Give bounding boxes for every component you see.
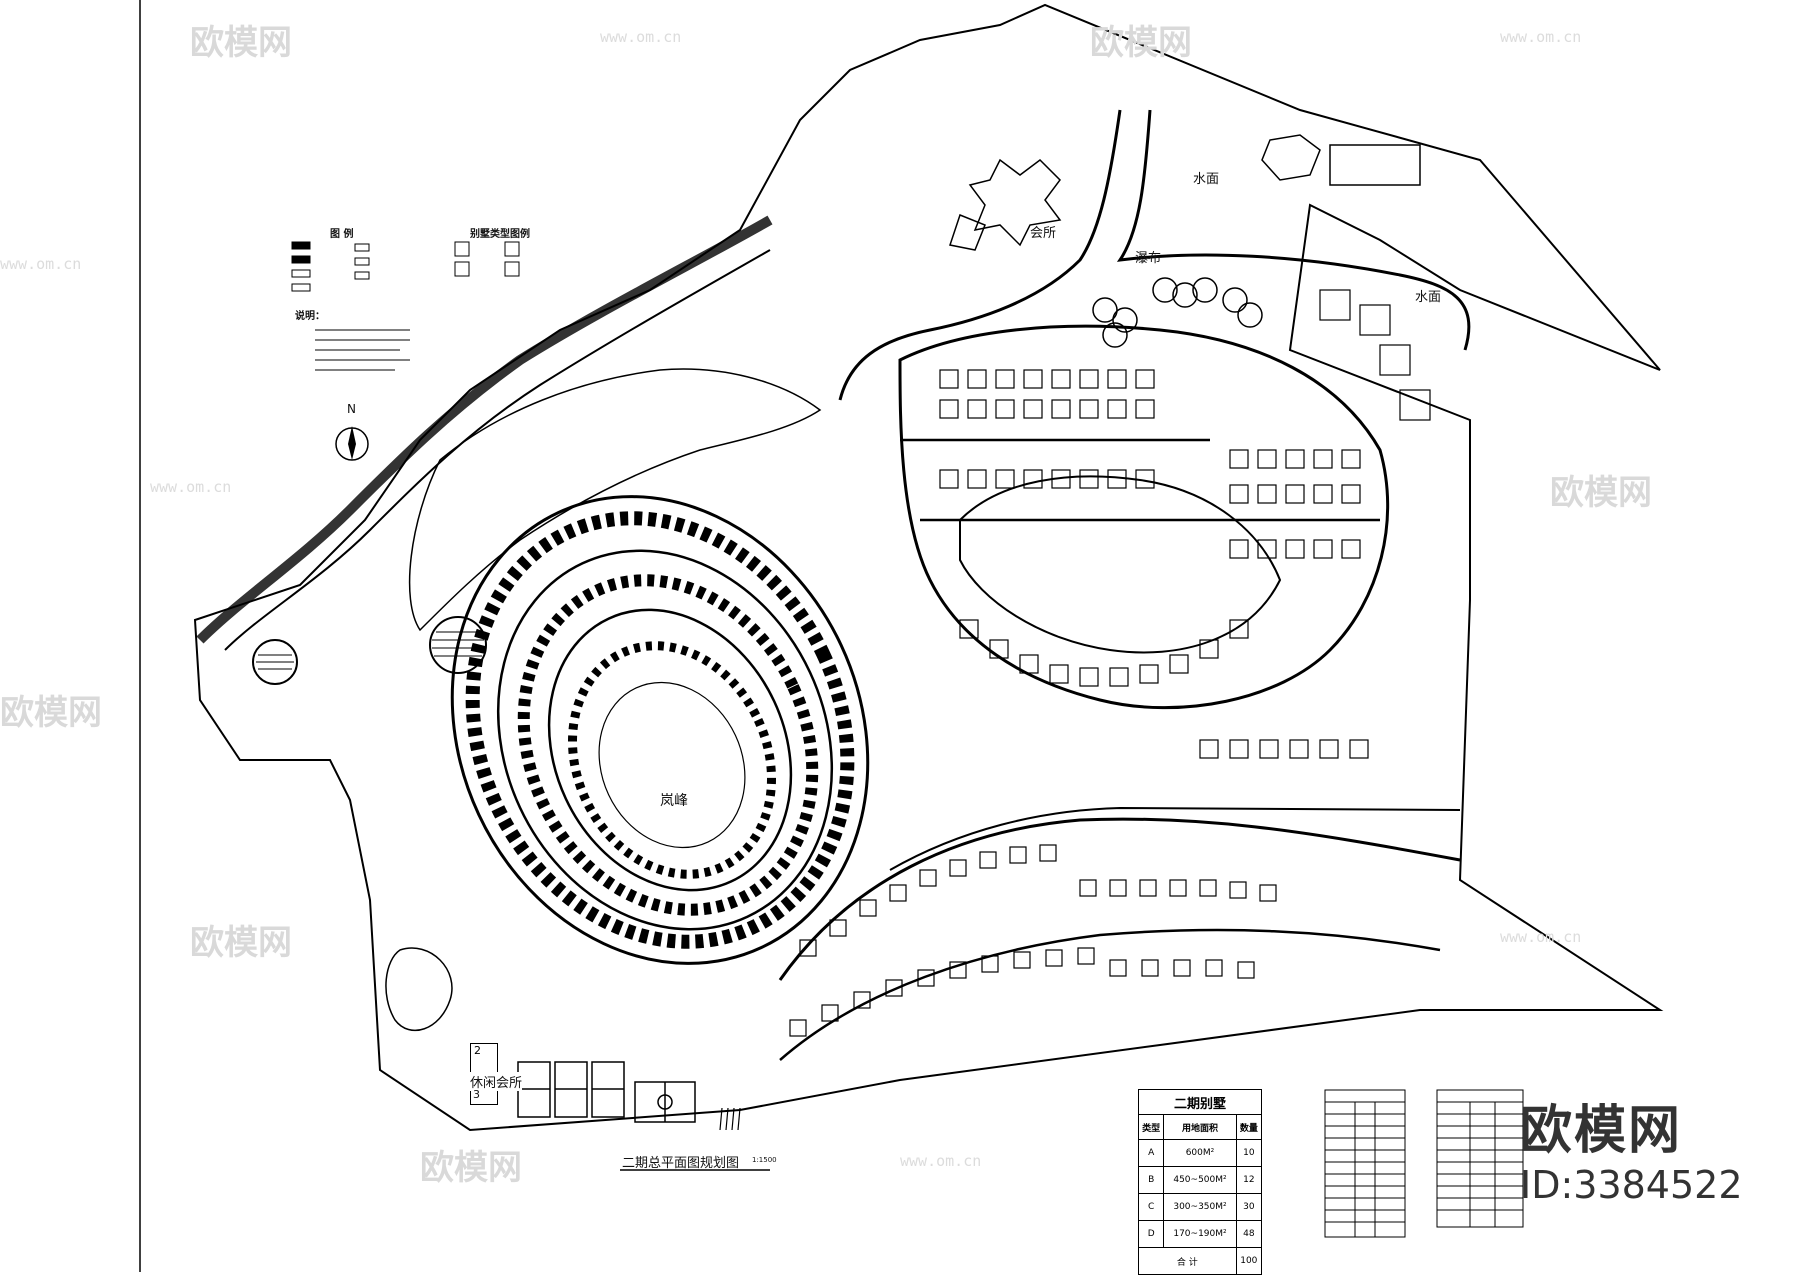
- corner-watermark-brand: 欧模网: [1520, 1101, 1683, 1161]
- parking-stripes: [719, 1107, 741, 1131]
- table-row: B 450~500M² 12: [1137, 1166, 1263, 1194]
- table-row-total: 合 计 100: [1138, 1247, 1263, 1275]
- villa-table-header: 类型: [1137, 1114, 1165, 1140]
- east-villa-grid: [939, 369, 1369, 759]
- north-access-road-2: [1116, 109, 1471, 351]
- ring-houses-inner: [568, 641, 776, 879]
- ring-road-inner: [547, 608, 793, 892]
- villa-table-title: 二期别墅: [1138, 1089, 1262, 1115]
- table-row: C 300~350M² 30: [1137, 1193, 1263, 1221]
- label-waterfall: 瀑布: [1135, 251, 1162, 266]
- watermark-url: www.om.cn: [1500, 28, 1582, 46]
- villa-count: 48: [1235, 1220, 1263, 1248]
- villa-table-header: 用地面积: [1163, 1114, 1237, 1140]
- plaza-hatch: [256, 631, 484, 670]
- ring-houses-outer: [465, 511, 855, 949]
- ring-road-middle: [496, 549, 834, 931]
- label-clubhouse: 会所: [1030, 226, 1057, 241]
- label-leisure-club: 休闲会所: [470, 1072, 523, 1091]
- label-north: N: [347, 402, 356, 416]
- watermark-url: www.om.cn: [150, 478, 232, 496]
- label-hill: 岚峰: [660, 793, 688, 809]
- east-terrace-buildings: [1319, 289, 1431, 421]
- watermark-url: www.om.cn: [600, 28, 682, 46]
- villa-count-table: 二期别墅 类型 用地面积 数量 A 600M² 10 B 450~500M² 1…: [1137, 1089, 1263, 1275]
- north-east-building: [1261, 134, 1421, 186]
- villa-type: D: [1137, 1220, 1165, 1248]
- villa-count: 12: [1235, 1166, 1263, 1194]
- south-arc-road-2: [779, 928, 1441, 1061]
- clubhouse-building: [949, 158, 1062, 251]
- tennis-courts: [517, 1061, 625, 1118]
- south-arc-road-1: [778, 817, 1461, 981]
- south-arc-road-3: [889, 806, 1461, 871]
- north-access-road: [838, 109, 1122, 401]
- watermark-brand: 欧模网: [420, 1148, 522, 1188]
- legend-title: 图 例: [330, 229, 354, 240]
- legend2-title: 别墅类型图例: [470, 229, 530, 240]
- stamp-top: 2: [474, 1044, 481, 1057]
- watermark-url: www.om.cn: [0, 255, 82, 273]
- table-row: D 170~190M² 48: [1137, 1220, 1263, 1248]
- east-inner-road: [959, 475, 1282, 654]
- legend-block: [291, 241, 520, 371]
- west-wing-road: [196, 215, 773, 644]
- south-villa-row: [789, 844, 1277, 1037]
- ring-road-outer: [450, 495, 870, 965]
- label-water-top: 水面: [1193, 172, 1220, 187]
- corner-watermark: 欧模网 ID:3384522: [1520, 1088, 1743, 1207]
- west-plaza: [252, 639, 298, 685]
- villa-area: 170~190M²: [1163, 1220, 1237, 1248]
- table-row: A 600M² 10: [1137, 1139, 1263, 1167]
- villa-area: 600M²: [1163, 1139, 1237, 1167]
- drawing-title: 二期总平面图规划图: [622, 1156, 740, 1171]
- notes-title: 说明：: [295, 311, 325, 322]
- villa-table-header: 数量: [1235, 1114, 1263, 1140]
- watermark-brand: 欧模网: [0, 693, 102, 733]
- southwest-garden: [385, 947, 453, 1031]
- hill-center: [598, 681, 746, 849]
- drawing-scale: 1:1500: [752, 1156, 777, 1164]
- lake-plaza: [429, 616, 487, 674]
- villa-total-label: 合 计: [1138, 1247, 1237, 1275]
- ring-houses-middle: [517, 574, 819, 916]
- east-loop-road: [898, 324, 1390, 710]
- watermark-brand: 欧模网: [1090, 23, 1192, 63]
- watermark-brand: 欧模网: [190, 23, 292, 63]
- lake: [408, 368, 822, 632]
- site-boundary: [193, 3, 1664, 1132]
- watermark-url: www.om.cn: [900, 1152, 982, 1170]
- watermark-brand: 欧模网: [1550, 473, 1652, 513]
- villa-total-value: 100: [1235, 1247, 1263, 1275]
- villa-count: 10: [1235, 1139, 1263, 1167]
- tree-clusters: [1092, 277, 1263, 348]
- corner-watermark-id: ID:3384522: [1520, 1163, 1743, 1207]
- north-arrow-icon: [348, 426, 356, 460]
- watermark-brand: 欧模网: [190, 923, 292, 963]
- basketball-court: [634, 1081, 696, 1123]
- watermark-url: www.om.cn: [1500, 928, 1582, 946]
- villa-area: 450~500M²: [1163, 1166, 1237, 1194]
- villa-area: 300~350M²: [1163, 1193, 1237, 1221]
- area-tables: [1324, 1089, 1524, 1238]
- label-water-right: 水面: [1415, 290, 1442, 305]
- villa-type: A: [1137, 1139, 1165, 1167]
- stamp-bottom: 3: [473, 1088, 480, 1101]
- villa-type: B: [1137, 1166, 1165, 1194]
- villa-type: C: [1137, 1193, 1165, 1221]
- villa-count: 30: [1235, 1193, 1263, 1221]
